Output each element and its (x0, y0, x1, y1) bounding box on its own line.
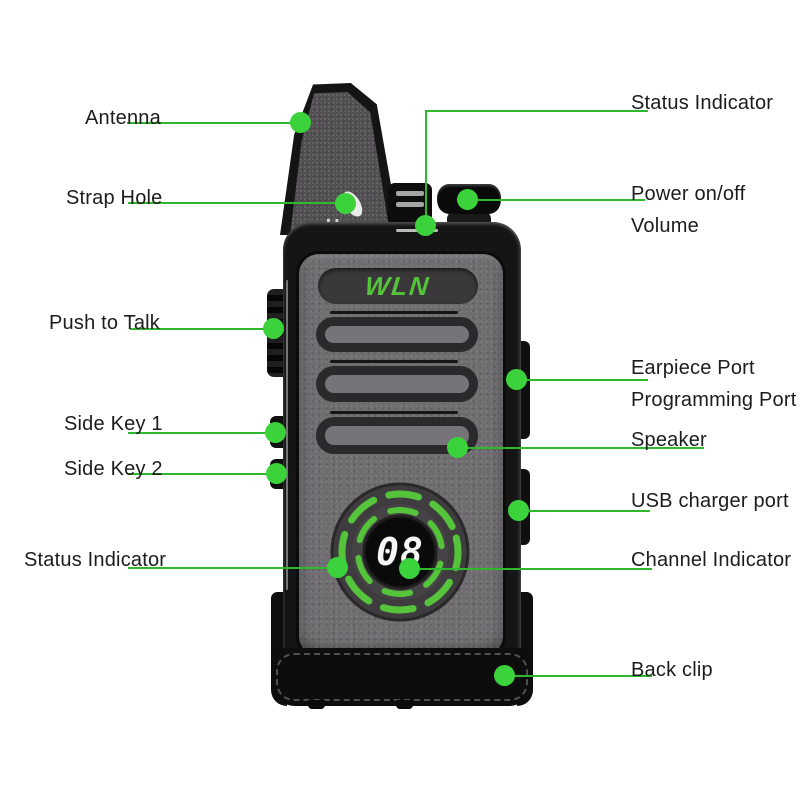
bottom-foot (308, 700, 325, 709)
leader-line (130, 328, 275, 330)
callout-dot (335, 193, 356, 214)
callout-dot (327, 557, 348, 578)
power-label-line1: Power on/off (631, 183, 746, 205)
callout-dot (263, 318, 284, 339)
leader-line (519, 510, 650, 512)
back-clip-front (271, 648, 533, 706)
status-indicator-top-label: Status Indicator (631, 92, 774, 114)
push-to-talk-label: Push to Talk (49, 312, 160, 334)
ridge-line (396, 191, 424, 196)
earpiece-label-line2: Programming Port (631, 389, 797, 411)
callout-dot (290, 112, 311, 133)
power-label-line2: Volume (631, 215, 699, 237)
earpiece-programming-label: Earpiece Port Programming Port (631, 352, 796, 416)
leader-line (128, 432, 277, 434)
leader-line (426, 110, 648, 112)
leader-line (458, 447, 704, 449)
leader-line (128, 567, 339, 569)
ridge-line (396, 202, 424, 207)
clip-stitching (276, 653, 528, 701)
callout-dot (399, 558, 420, 579)
brand-logo: WLN (363, 270, 433, 301)
grille-groove (330, 360, 458, 363)
logo-plate: WLN (318, 268, 478, 304)
callout-dot (265, 422, 286, 443)
strap-hole-label: Strap Hole (66, 187, 163, 209)
antenna-surface: UHF (290, 91, 389, 235)
back-clip-label: Back clip (631, 659, 713, 681)
leader-line (127, 122, 301, 124)
callout-dot (494, 665, 515, 686)
leader-line (410, 568, 652, 570)
grille-groove (330, 411, 458, 414)
callout-dot (457, 189, 478, 210)
bottom-foot (396, 700, 413, 709)
leader-line (128, 473, 278, 475)
grille-groove (330, 311, 458, 314)
speaker-grille-slot (316, 317, 478, 352)
speaker-label: Speaker (631, 429, 707, 451)
callout-dot (415, 215, 436, 236)
side-key-2-label: Side Key 2 (64, 458, 163, 480)
channel-indicator-label: Channel Indicator (631, 549, 792, 571)
channel-dial: 08 (330, 482, 470, 622)
usb-charger-port-label: USB charger port (631, 490, 789, 512)
leader-line (425, 110, 427, 224)
callout-dot (508, 500, 529, 521)
callout-dot (506, 369, 527, 390)
leader-line (517, 379, 648, 381)
callout-dot (447, 437, 468, 458)
antenna-label: Antenna (85, 107, 161, 129)
status-led-ring-inner (355, 507, 445, 597)
speaker-grille-slot (316, 366, 478, 402)
callout-dot (266, 463, 287, 484)
power-volume-label: Power on/off Volume (631, 178, 745, 242)
leader-line (468, 199, 645, 201)
leader-line (505, 675, 652, 677)
leader-line (128, 202, 347, 204)
status-indicator-left-label: Status Indicator (24, 549, 167, 571)
side-key-1-label: Side Key 1 (64, 413, 163, 435)
earpiece-label-line1: Earpiece Port (631, 357, 755, 379)
body-edge-highlight (286, 280, 288, 590)
